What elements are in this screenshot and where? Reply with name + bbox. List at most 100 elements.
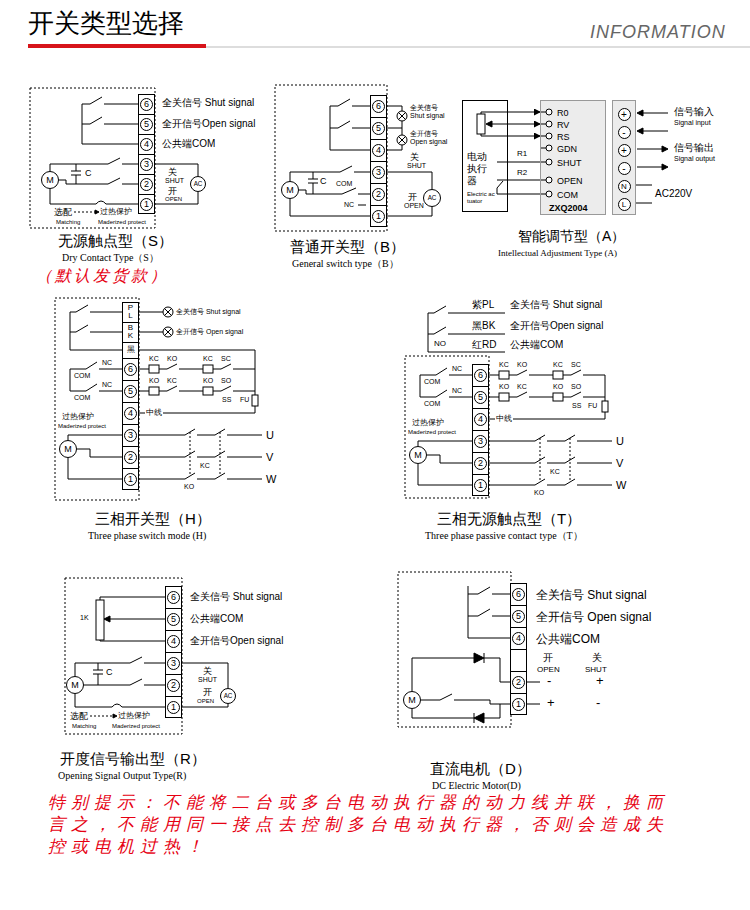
motor-symbol: M xyxy=(41,171,59,189)
text-label: OPEN xyxy=(165,196,182,203)
text-label: 开 xyxy=(408,192,417,203)
component-rect xyxy=(252,395,258,406)
motor-symbol: M xyxy=(66,676,84,694)
terminal-number: 5 xyxy=(140,118,153,131)
text-label: 开度信号输出型（R） xyxy=(60,750,206,768)
text-label: 过热保护 xyxy=(100,207,132,217)
text-label: Maderized protect xyxy=(98,219,146,226)
text-label: 开 xyxy=(168,186,177,197)
slot-divider xyxy=(123,446,138,447)
text-label: SO xyxy=(571,383,581,391)
wire-path xyxy=(540,438,570,482)
text-label: V xyxy=(616,457,623,470)
terminal-number: 1 xyxy=(512,698,525,711)
text-label: W xyxy=(266,473,276,486)
terminal-label: P L xyxy=(127,304,135,320)
component-rect xyxy=(499,393,509,401)
component-rect xyxy=(96,600,104,640)
slot-divider xyxy=(371,205,386,206)
wire-path xyxy=(75,657,165,707)
terminal-number: 2 xyxy=(167,679,180,692)
terminal-number: 2 xyxy=(124,451,137,464)
wire-path xyxy=(96,201,106,204)
slot-divider xyxy=(371,139,386,140)
terminal-number: 1 xyxy=(140,198,153,211)
terminal-label: 黑 xyxy=(127,346,135,354)
terminal-number: 5 xyxy=(512,610,525,623)
wire-path xyxy=(418,441,472,485)
slot-divider xyxy=(166,674,181,675)
wire-path xyxy=(93,663,103,685)
box-text: SHUT xyxy=(557,158,582,169)
terminal-number: 1 xyxy=(474,479,487,492)
box-text: OPEN xyxy=(557,176,583,187)
text-label: KC xyxy=(499,361,509,369)
wire-path xyxy=(90,716,113,717)
terminal-number: 2 xyxy=(474,457,487,470)
lamp-symbol xyxy=(546,109,552,115)
component-rect xyxy=(203,387,213,395)
motor-label: M xyxy=(42,172,58,188)
terminal-strip: 654321 xyxy=(138,94,155,214)
component-rect xyxy=(65,578,182,734)
text-label: KO xyxy=(167,355,177,363)
text-label: 公共端COM xyxy=(510,339,563,351)
terminal-number: 6 xyxy=(372,100,385,113)
box-text: GDN xyxy=(557,144,577,155)
text-label: KO xyxy=(149,377,159,385)
text-label: 智能调节型（A） xyxy=(518,228,625,245)
box-text: RS xyxy=(557,132,570,143)
controller-box: R0RVRSGDNSHUTOPENCOMZXQ2004 xyxy=(540,100,606,215)
text-label: 过热保护 xyxy=(412,418,444,428)
text-label: SHUT xyxy=(198,676,217,684)
text-label: 中线 xyxy=(495,414,513,424)
slot-divider xyxy=(511,627,526,628)
slot-divider xyxy=(371,183,386,184)
motor-label: M xyxy=(404,692,420,708)
motor-symbol: M xyxy=(409,446,427,464)
terminal-label: B K xyxy=(127,324,135,340)
text-label: 选配 xyxy=(70,711,88,722)
wire-path xyxy=(190,432,220,476)
panel-d xyxy=(398,572,540,727)
text-label: 全开信号Open signal xyxy=(162,118,255,130)
terminal-pin: - xyxy=(618,162,631,175)
wire-path xyxy=(112,704,122,707)
text-label: COM xyxy=(74,394,90,402)
wire-path xyxy=(70,362,122,391)
text-label: U xyxy=(616,435,624,448)
power-terminal: +-+-NL xyxy=(612,100,636,215)
wire-path xyxy=(527,682,540,704)
text-label: 红RD xyxy=(472,339,496,351)
slot-divider xyxy=(473,386,488,387)
panel-r xyxy=(65,578,182,734)
text-label: Matching xyxy=(56,219,80,226)
terminal-number: 6 xyxy=(512,588,525,601)
text-label: 全开信号 Open signal xyxy=(176,328,243,336)
text-label: 1K xyxy=(80,614,89,622)
component-rect xyxy=(477,114,485,134)
terminal-number: 6 xyxy=(474,369,487,382)
terminal-number: 4 xyxy=(512,632,525,645)
component-rect xyxy=(602,401,608,412)
wire-path xyxy=(95,210,99,214)
panel-a xyxy=(477,100,668,215)
wire-path xyxy=(74,212,95,213)
slot-divider xyxy=(473,430,488,431)
wire-path xyxy=(139,312,163,332)
slot-divider xyxy=(139,134,154,135)
component-rect xyxy=(553,371,563,379)
wire-path xyxy=(113,714,117,718)
text-label: SHUT xyxy=(165,177,184,185)
terminal-number: 1 xyxy=(124,473,137,486)
connector-wire xyxy=(508,124,540,125)
terminal-number: 5 xyxy=(167,613,180,626)
page-title: 开关类型选择 xyxy=(28,8,184,39)
component-rect xyxy=(55,298,139,500)
connector-wire xyxy=(508,162,540,163)
text-label: 全开信号Open signal xyxy=(510,320,603,332)
terminal-number: 3 xyxy=(124,429,137,442)
terminal-number: 5 xyxy=(474,391,487,404)
wire-path xyxy=(399,113,406,144)
component-rect xyxy=(499,371,509,379)
